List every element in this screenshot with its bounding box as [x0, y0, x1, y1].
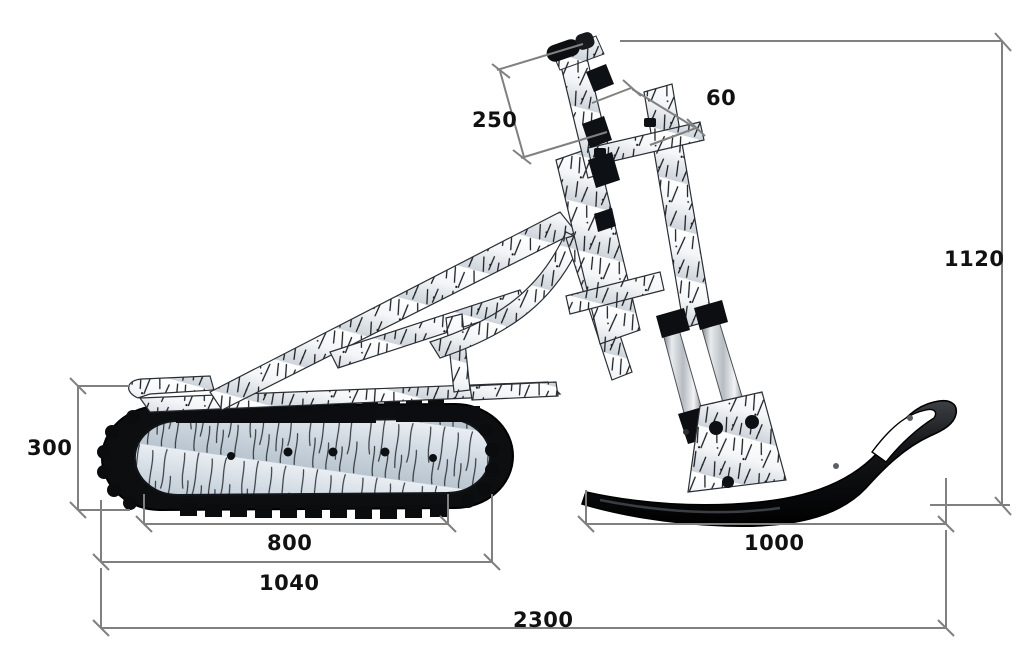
dim-label-track-length: 1040 [259, 571, 320, 595]
main-frame [128, 53, 713, 413]
dim-label-track-contact: 800 [267, 531, 313, 555]
dim-label-handlebar-height: 250 [472, 108, 518, 132]
dim-overall-height [620, 32, 1012, 516]
dim-label-track-height: 300 [27, 436, 73, 460]
dim-track-height [69, 377, 130, 519]
frame-hardware [582, 64, 656, 232]
dim-handlebar-width [591, 79, 706, 146]
dim-label-overall-length: 2300 [513, 608, 574, 632]
dim-overall-length [92, 530, 955, 637]
dim-label-handlebar-width: 60 [706, 86, 737, 110]
dim-ski-length [577, 478, 955, 533]
dim-label-ski-length: 1000 [744, 531, 805, 555]
dim-label-overall-height: 1120 [944, 247, 1005, 271]
front-ski [580, 399, 958, 528]
ski-mount [687, 391, 787, 493]
dim-track-contact [135, 494, 457, 533]
dim-track-length [92, 494, 501, 571]
dim-handlebar-height [491, 43, 608, 165]
